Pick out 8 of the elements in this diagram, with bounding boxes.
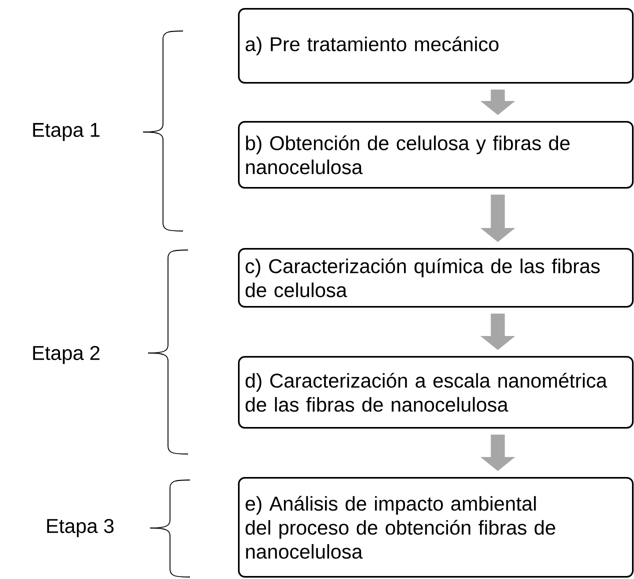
process-box: b) Obtención de celulosa y fibras de nanocelulosa — [238, 121, 634, 189]
process-box: c) Caracterización química de las fibras de celulosa — [238, 248, 634, 308]
stage-label: Etapa 2 — [33, 346, 100, 364]
process-box: e) Análisis de impacto ambiental del proceso de obtención fibras de nanocelulosa — [238, 477, 634, 578]
process-box: a) Pre tratamiento mecánico — [238, 8, 634, 84]
stage-label: Etapa 3 — [47, 518, 114, 538]
process-box: d) Caracterización a escala nanométrica de las fibras de nanocelulosa — [238, 356, 634, 429]
stage-label: Etapa 1 — [33, 123, 100, 141]
